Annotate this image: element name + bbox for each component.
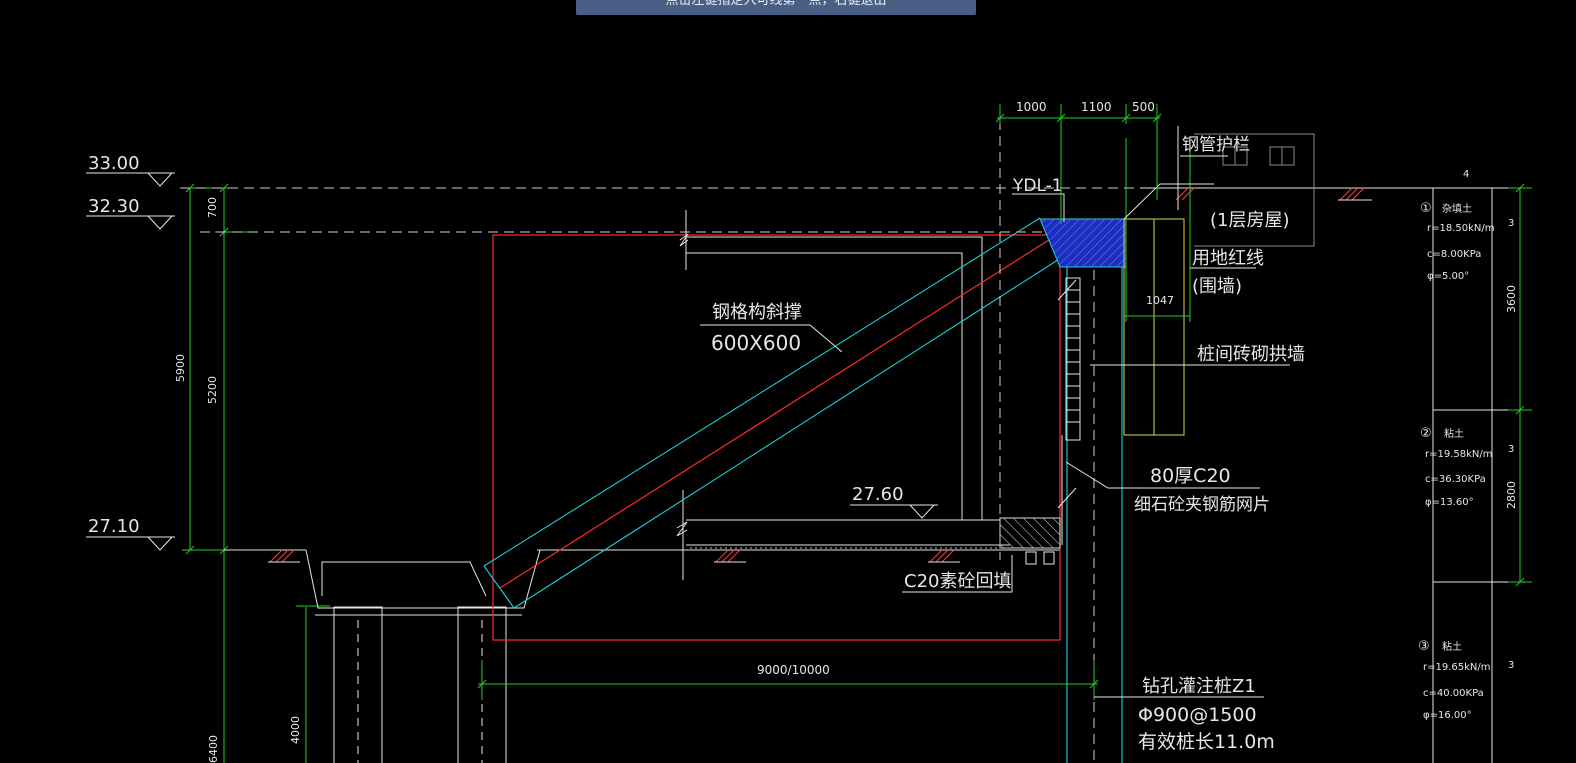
- ground-symbols: [268, 187, 1372, 563]
- soil-mark: 3: [1508, 218, 1514, 229]
- steel-railing: [1123, 126, 1214, 220]
- soil-layer-2: ② 粘土 r=19.58kN/m c=36.30KPa φ=13.60°: [1420, 426, 1493, 508]
- brace-annotation: 钢格构斜撑 600X600: [700, 302, 843, 355]
- dimension-label: 2800: [1505, 481, 1518, 509]
- excavation-profile: [676, 210, 1010, 580]
- dimension-label: 1047: [1146, 294, 1174, 307]
- steel-railing-label: 钢管护栏: [1182, 135, 1250, 155]
- dimension-label: 3600: [1505, 285, 1518, 313]
- top-dimension-chain: 1000 1100 500: [995, 100, 1162, 224]
- pile-label: 钻孔灌注桩Z1: [1142, 676, 1256, 697]
- elevation-label: 32.30: [88, 196, 140, 217]
- soil-layer-1: ① 杂填土 r=18.50kN/m c=8.00KPa φ=5.00°: [1420, 201, 1495, 282]
- elevation-label: 27.60: [852, 484, 904, 505]
- dimension-label: 9000/10000: [757, 663, 830, 677]
- backfill-annotation: C20素砼回填: [902, 555, 1013, 593]
- elevation-marker-33-00: 33.00: [86, 153, 175, 187]
- wall-gap-dimension: 1047: [1124, 138, 1191, 322]
- shotcrete-annotation: 80厚C20 细石砼夹钢筋网片: [1065, 461, 1270, 515]
- pile-spec-label: Φ900@1500: [1138, 704, 1257, 726]
- land-red-line-label: 用地红线: [1192, 248, 1264, 269]
- dimension-label: 1100: [1081, 100, 1112, 114]
- brick-wall-annotation: 桩间砖砌拱墙: [1090, 344, 1305, 366]
- elevation-marker-27-10: 27.10: [86, 516, 175, 551]
- ground-lines: [180, 187, 1532, 551]
- land-red-line-annotation: 用地红线 (围墙): [1190, 248, 1264, 297]
- soil-layer-friction: φ=5.00°: [1427, 271, 1469, 282]
- ydl-leader: [1012, 193, 1065, 222]
- bench-foundation: [305, 549, 541, 763]
- soil-mark: 3: [1508, 444, 1514, 455]
- soil-layer-name: 粘土: [1442, 640, 1462, 653]
- elevation-marker-27-60: 27.60: [850, 484, 938, 519]
- soil-column: 3600 2800 4 3 3 3: [1432, 169, 1532, 763]
- soil-layer-number: ①: [1420, 201, 1432, 216]
- pile-brick-wall: [1025, 277, 1081, 565]
- brace-size-label: 600X600: [711, 331, 801, 355]
- capping-beam-ydl-1: [1039, 218, 1127, 268]
- soil-layer-gamma: r=19.58kN/m: [1425, 449, 1493, 460]
- shotcrete-label: 80厚C20: [1150, 465, 1231, 487]
- diagonal-steel-brace: [483, 217, 1065, 609]
- pile-annotation: 钻孔灌注桩Z1 Φ900@1500 有效桩长11.0m: [1094, 676, 1275, 753]
- red-boundary-outline: [492, 234, 1061, 641]
- shotcrete-sub-label: 细石砼夹钢筋网片: [1134, 495, 1270, 515]
- dimension-label: 5900: [174, 354, 187, 382]
- soil-layer-cohesion: c=8.00KPa: [1427, 249, 1481, 260]
- elevation-label: 27.10: [88, 516, 140, 537]
- span-dimension: 9000/10000: [477, 660, 1099, 700]
- brick-wall-label: 桩间砖砌拱墙: [1197, 344, 1305, 365]
- brace-label: 钢格构斜撑: [712, 302, 802, 323]
- soil-layer-name: 杂填土: [1442, 202, 1472, 215]
- soil-layer-name: 粘土: [1444, 427, 1464, 440]
- command-prompt-bar: 点击左键指定入可线第一点，右键退出: [576, 0, 976, 15]
- dimension-label: 500: [1132, 100, 1155, 114]
- left-dimension-chain: 700 5900 5200 4000 6400: [174, 183, 330, 763]
- elevation-marker-32-30: 32.30: [86, 196, 175, 230]
- dimension-label: 4000: [289, 716, 302, 744]
- soil-layer-number: ③: [1418, 639, 1430, 654]
- land-red-line-sub-label: (围墙): [1192, 276, 1242, 297]
- soil-layer-gamma: r=18.50kN/m: [1427, 223, 1495, 234]
- soil-layer-cohesion: c=36.30KPa: [1425, 474, 1486, 485]
- retaining-hatch: [999, 517, 1061, 549]
- soil-layer-3: ③ 粘土 r=19.65kN/m c=40.00KPa φ=16.00°: [1418, 639, 1491, 721]
- soil-layer-friction: φ=16.00°: [1423, 710, 1472, 721]
- soil-layer-gamma: r=19.65kN/m: [1423, 662, 1491, 673]
- boundary-wall: [1123, 218, 1185, 436]
- soil-layer-cohesion: c=40.00KPa: [1423, 688, 1484, 699]
- soil-mark: 3: [1508, 660, 1514, 671]
- soil-layer-friction: φ=13.60°: [1425, 497, 1474, 508]
- elevation-label: 33.00: [88, 153, 140, 174]
- soil-mark: 4: [1463, 169, 1469, 180]
- dimension-label: 1000: [1016, 100, 1047, 114]
- dimension-label: 5200: [206, 376, 219, 404]
- ydl-label: YDL-1: [1012, 176, 1063, 196]
- backfill-label: C20素砼回填: [904, 571, 1011, 592]
- soil-layer-number: ②: [1420, 426, 1432, 441]
- command-prompt-text: 点击左键指定入可线第一点，右键退出: [665, 0, 887, 8]
- dimension-label: 6400: [207, 735, 220, 763]
- dimension-label: 700: [206, 197, 219, 218]
- pile-length-label: 有效桩长11.0m: [1138, 731, 1275, 753]
- house-label: (1层房屋): [1210, 210, 1290, 231]
